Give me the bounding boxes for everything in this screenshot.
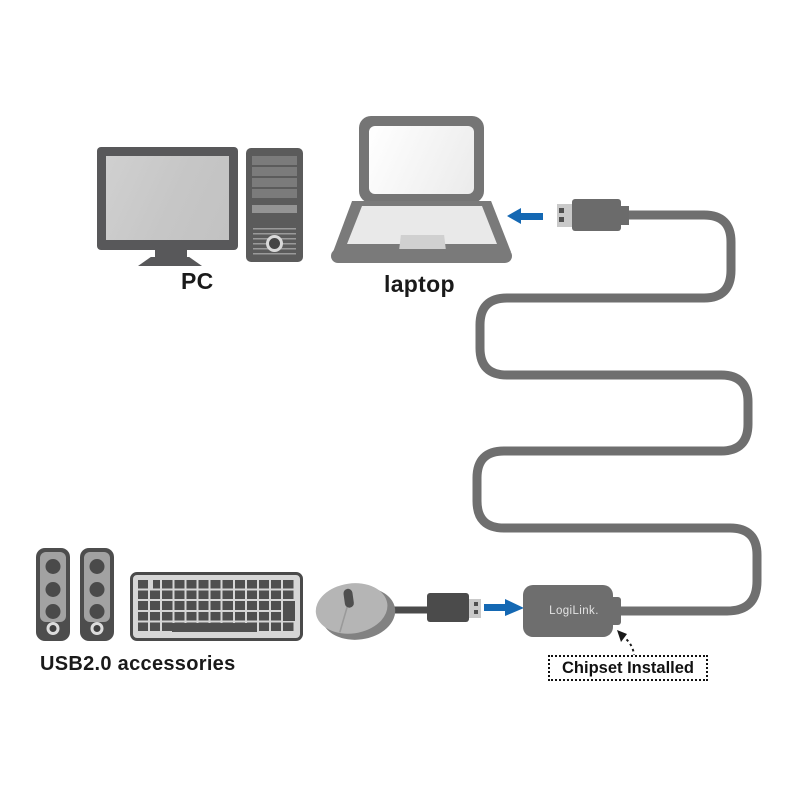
pc-monitor-screen: [106, 156, 229, 240]
laptop-lid: [359, 116, 484, 203]
brand-logo: LogiLink.: [549, 605, 599, 617]
usb-plug-left-body: [572, 199, 621, 231]
keyboard-icon: [130, 572, 303, 641]
pc-monitor-stand-neck: [155, 250, 187, 258]
usb-plug-right-body: [427, 593, 469, 622]
speaker-icon: [36, 548, 70, 641]
mouse-icon: [315, 583, 396, 640]
adapter-icon: LogiLink.: [523, 585, 613, 637]
tower-slot: [252, 205, 297, 213]
laptop-base-bar: [331, 249, 512, 263]
pc-tower: [246, 148, 303, 262]
pc-monitor-stand-base: [138, 257, 202, 266]
arrow-left-icon: [507, 208, 543, 224]
usb-plug-left-icon: [557, 204, 572, 227]
laptop-trackpad: [399, 235, 446, 251]
tower-drive-bay: [252, 167, 297, 176]
adapter-strain-relief: [612, 597, 621, 625]
tower-power-button-icon: [266, 235, 283, 252]
keyboard-spacebar: [172, 622, 257, 632]
chipset-callout-text: Chipset Installed: [561, 658, 695, 677]
tower-drive-bay: [252, 156, 297, 165]
extension-cable: [472, 210, 762, 616]
arrow-right-icon: [484, 599, 524, 616]
usb-plug-right-icon: [469, 599, 481, 618]
chipset-callout: Chipset Installed: [548, 655, 708, 681]
accessories-label: USB2.0 accessories: [40, 653, 236, 675]
laptop-screen: [369, 126, 474, 194]
tower-drive-bay: [252, 178, 297, 187]
speaker-icon: [80, 548, 114, 641]
annotation-arrow-icon: [617, 630, 635, 658]
pc-label: PC: [181, 268, 214, 294]
laptop-label: laptop: [384, 271, 455, 297]
pc-monitor: [97, 147, 238, 250]
usb-plug-left-strain-relief: [620, 206, 629, 225]
tower-drive-bay: [252, 189, 297, 198]
